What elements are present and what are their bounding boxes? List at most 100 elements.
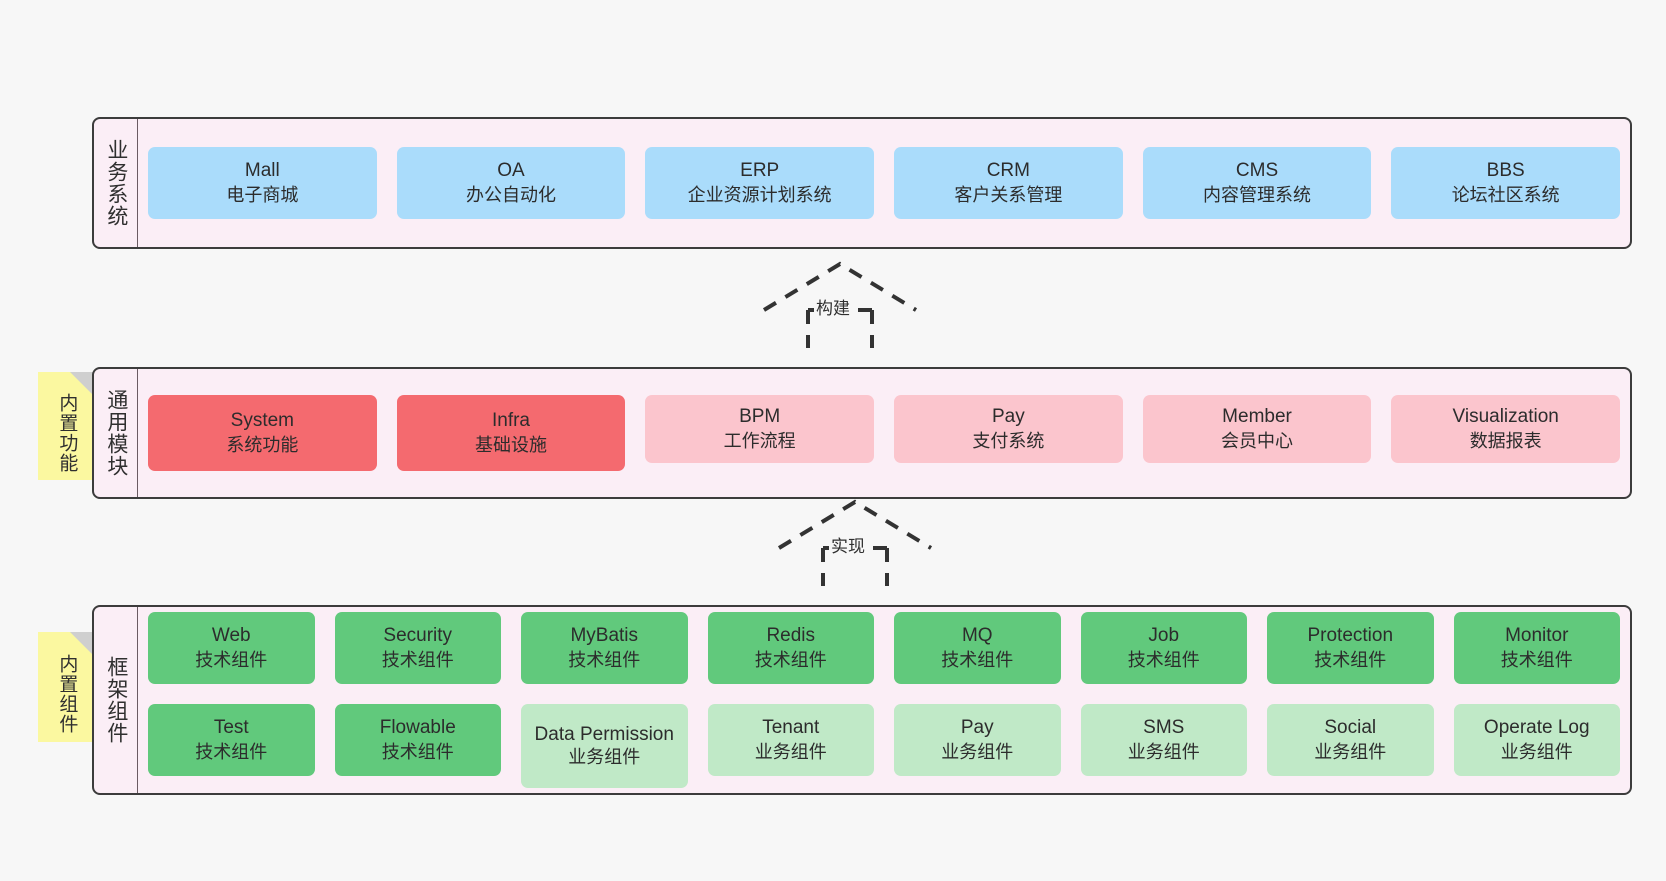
card-operate-log[interactable]: Operate Log 业务组件 bbox=[1453, 704, 1620, 776]
card-mybatis[interactable]: MyBatis 技术组件 bbox=[521, 612, 688, 684]
card-subtitle: 数据报表 bbox=[1469, 430, 1542, 451]
layer-title-business-system: 业务系统 bbox=[94, 119, 138, 247]
card-title: OA bbox=[497, 159, 525, 181]
layer-title-text: 业务系统 bbox=[104, 139, 128, 227]
card-title: Infra bbox=[491, 409, 531, 431]
card-oa[interactable]: OA 办公自动化 bbox=[396, 147, 626, 219]
card-subtitle: 技术组件 bbox=[1314, 649, 1387, 670]
card-subtitle: 技术组件 bbox=[568, 649, 641, 670]
card-title: Pay bbox=[960, 716, 994, 738]
card-subtitle: 论坛社区系统 bbox=[1451, 184, 1560, 205]
card-subtitle: 工作流程 bbox=[723, 430, 796, 451]
card-protection[interactable]: Protection 技术组件 bbox=[1267, 612, 1434, 684]
layer-body-business-system: Mall 电子商城 OA 办公自动化 ERP 企业资源计划系统 CRM 客户关系… bbox=[138, 119, 1630, 247]
card-title: Monitor bbox=[1505, 624, 1569, 646]
card-title: MyBatis bbox=[570, 624, 639, 646]
card-subtitle: 业务组件 bbox=[1500, 741, 1573, 762]
card-subtitle: 技术组件 bbox=[195, 741, 268, 762]
card-subtitle: 会员中心 bbox=[1221, 430, 1294, 451]
card-subtitle: 技术组件 bbox=[381, 649, 454, 670]
card-subtitle: 业务组件 bbox=[754, 741, 827, 762]
card-title: Visualization bbox=[1452, 405, 1559, 427]
card-title: CRM bbox=[986, 159, 1030, 181]
card-social[interactable]: Social 业务组件 bbox=[1267, 704, 1434, 776]
card-subtitle: 技术组件 bbox=[381, 741, 454, 762]
card-subtitle: 企业资源计划系统 bbox=[687, 184, 832, 205]
layer-title-text: 框架组件 bbox=[104, 656, 128, 744]
card-row: Web 技术组件 Security 技术组件 MyBatis 技术组件 Redi… bbox=[148, 612, 1620, 684]
layer-title-framework-component: 框架组件 bbox=[94, 607, 138, 793]
card-title: Pay bbox=[991, 405, 1025, 427]
card-cms[interactable]: CMS 内容管理系统 bbox=[1142, 147, 1372, 219]
card-subtitle: 技术组件 bbox=[195, 649, 268, 670]
card-subtitle: 业务组件 bbox=[1314, 741, 1387, 762]
card-subtitle: 基础设施 bbox=[475, 434, 547, 455]
card-bpm[interactable]: BPM 工作流程 bbox=[645, 395, 875, 463]
card-subtitle: 技术组件 bbox=[754, 649, 827, 670]
card-row: Test 技术组件 Flowable 技术组件 Data Permission … bbox=[148, 704, 1620, 788]
card-subtitle: 办公自动化 bbox=[466, 184, 556, 205]
tag-label: 内置组件 bbox=[56, 654, 78, 734]
card-title: Job bbox=[1148, 624, 1180, 646]
card-title: Data Permission bbox=[534, 723, 674, 745]
card-member[interactable]: Member 会员中心 bbox=[1142, 395, 1372, 463]
card-security[interactable]: Security 技术组件 bbox=[334, 612, 501, 684]
tag-builtin-component: 内置组件 bbox=[38, 632, 94, 742]
card-title: Security bbox=[383, 624, 453, 646]
card-title: ERP bbox=[740, 159, 780, 181]
card-title: BPM bbox=[739, 405, 781, 427]
card-infra[interactable]: Infra 基础设施 bbox=[396, 395, 626, 471]
card-row: System 系统功能 Infra 基础设施 BPM 工作流程 Pay 支付系统… bbox=[148, 395, 1621, 471]
tag-label: 内置功能 bbox=[56, 393, 78, 473]
card-title: Social bbox=[1324, 716, 1377, 738]
card-monitor[interactable]: Monitor 技术组件 bbox=[1453, 612, 1620, 684]
card-title: CMS bbox=[1235, 159, 1279, 181]
card-system[interactable]: System 系统功能 bbox=[148, 395, 377, 471]
card-subtitle: 业务组件 bbox=[568, 746, 641, 767]
card-title: Test bbox=[213, 716, 249, 738]
card-job[interactable]: Job 技术组件 bbox=[1080, 612, 1247, 684]
connector-build-label: 构建 bbox=[814, 294, 852, 319]
card-subtitle: 系统功能 bbox=[226, 434, 299, 455]
card-bbs[interactable]: BBS 论坛社区系统 bbox=[1391, 147, 1621, 219]
layer-title-common-module: 通用模块 bbox=[94, 369, 138, 497]
card-erp[interactable]: ERP 企业资源计划系统 bbox=[645, 147, 875, 219]
card-title: SMS bbox=[1143, 716, 1185, 738]
card-redis[interactable]: Redis 技术组件 bbox=[707, 612, 874, 684]
card-sms[interactable]: SMS 业务组件 bbox=[1080, 704, 1247, 776]
card-tenant[interactable]: Tenant 业务组件 bbox=[707, 704, 874, 776]
card-title: Protection bbox=[1307, 624, 1394, 646]
layer-body-framework-component: Web 技术组件 Security 技术组件 MyBatis 技术组件 Redi… bbox=[138, 607, 1630, 793]
layer-body-common-module: System 系统功能 Infra 基础设施 BPM 工作流程 Pay 支付系统… bbox=[138, 369, 1630, 497]
card-subtitle: 技术组件 bbox=[1127, 649, 1200, 670]
card-flowable[interactable]: Flowable 技术组件 bbox=[334, 704, 501, 776]
connector-implement-label: 实现 bbox=[829, 532, 867, 557]
card-title: Member bbox=[1222, 405, 1292, 427]
card-title: System bbox=[230, 409, 295, 431]
card-pay[interactable]: Pay 支付系统 bbox=[894, 395, 1123, 463]
card-data-permission[interactable]: Data Permission 业务组件 bbox=[521, 704, 688, 788]
card-pay-component[interactable]: Pay 业务组件 bbox=[894, 704, 1061, 776]
card-title: Redis bbox=[766, 624, 816, 646]
card-title: Flowable bbox=[379, 716, 456, 738]
card-row: Mall 电子商城 OA 办公自动化 ERP 企业资源计划系统 CRM 客户关系… bbox=[148, 147, 1621, 219]
card-test[interactable]: Test 技术组件 bbox=[148, 704, 315, 776]
card-crm[interactable]: CRM 客户关系管理 bbox=[894, 147, 1123, 219]
card-subtitle: 客户关系管理 bbox=[954, 184, 1063, 205]
card-title: Operate Log bbox=[1483, 716, 1590, 738]
card-subtitle: 电子商城 bbox=[226, 184, 299, 205]
card-web[interactable]: Web 技术组件 bbox=[148, 612, 315, 684]
card-subtitle: 业务组件 bbox=[1127, 741, 1200, 762]
card-visualization[interactable]: Visualization 数据报表 bbox=[1391, 395, 1621, 463]
card-title: Tenant bbox=[762, 716, 820, 738]
layer-business-system: 业务系统 Mall 电子商城 OA 办公自动化 ERP 企业资源计划系统 CRM bbox=[92, 117, 1632, 249]
tag-fold-corner-icon bbox=[70, 372, 94, 396]
layer-framework-component: 框架组件 Web 技术组件 Security 技术组件 MyBatis 技术组件… bbox=[92, 605, 1632, 795]
tag-fold-corner-icon bbox=[70, 632, 94, 656]
card-mq[interactable]: MQ 技术组件 bbox=[894, 612, 1061, 684]
card-title: MQ bbox=[961, 624, 993, 646]
card-mall[interactable]: Mall 电子商城 bbox=[148, 147, 377, 219]
card-subtitle: 技术组件 bbox=[1500, 649, 1573, 670]
card-title: Mall bbox=[244, 159, 280, 181]
